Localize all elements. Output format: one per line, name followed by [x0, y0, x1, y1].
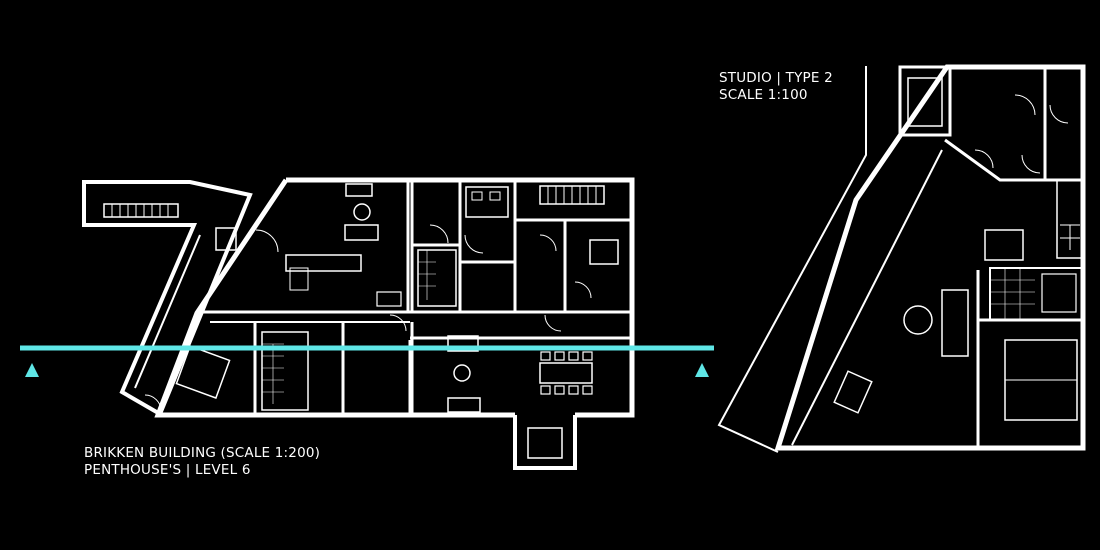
studio-floor-plan: [717, 64, 1086, 453]
studio-kitchen: [1056, 179, 1084, 259]
studio-desk: [833, 370, 873, 414]
bedroom-furniture-right: [589, 239, 619, 265]
studio-sofa: [941, 289, 969, 357]
bathroom-1-tiles: [262, 343, 284, 404]
bathroom-2: [417, 249, 457, 307]
armchair: [345, 183, 373, 197]
lounge-table: [344, 224, 379, 241]
studio-bath-tiles: [990, 268, 1035, 320]
building-plan-subtitle: PENTHOUSE'S | LEVEL 6: [84, 462, 251, 478]
bed-top: [465, 186, 509, 218]
kitchen-counter: [285, 254, 362, 272]
dining-small: [376, 291, 402, 307]
building-floor-plan: [82, 177, 635, 470]
sofa: [447, 397, 481, 413]
studio-plan-title: STUDIO | TYPE 2: [719, 70, 833, 86]
bottom-balcony: [513, 415, 577, 470]
section-marker-left-icon: [25, 363, 39, 377]
section-marker-right-icon: [695, 363, 709, 377]
studio-balcony-box: [907, 77, 943, 127]
balcony-rail-top-slats: [547, 186, 597, 204]
dining-table: [539, 362, 593, 384]
studio-door-swings: [974, 94, 1069, 174]
studio-terrace-edge: [717, 66, 867, 453]
studio-entry-block: [898, 65, 1083, 182]
interior-walls: [253, 180, 632, 415]
studio-dining-table: [984, 229, 1024, 261]
wing-bedside: [215, 227, 237, 251]
round-rug-top: [353, 203, 371, 221]
kitchen-sink: [289, 267, 309, 291]
building-plan-label: BRIKKEN BUILDING (SCALE 1:200) PENTHOUSE…: [84, 445, 320, 479]
studio-shower: [1041, 273, 1077, 313]
bottom-balcony-inner: [527, 427, 563, 459]
wing-inner-wall: [134, 234, 201, 389]
studio-plan-label: STUDIO | TYPE 2 SCALE 1:100: [719, 70, 833, 104]
bathroom-1: [261, 331, 309, 411]
coffee-table: [447, 335, 479, 352]
dining-chairs: [540, 351, 593, 395]
bed-wing: [175, 345, 231, 399]
wing-balcony-rail: [103, 203, 179, 218]
bed-top-pillows: [471, 191, 501, 201]
studio-plan-scale: SCALE 1:100: [719, 87, 808, 103]
studio-bedroom-wall: [976, 270, 1083, 448]
wing-balcony-slats: [111, 204, 169, 217]
studio-outer-wall: [774, 64, 1086, 451]
studio-kitchen-hob: [1060, 224, 1080, 250]
studio-facade-inner: [791, 149, 943, 446]
building-plan-title: BRIKKEN BUILDING (SCALE 1:200): [84, 445, 321, 461]
studio-rug: [903, 305, 933, 335]
door-swings: [144, 224, 592, 412]
building-wing-wall: [82, 180, 253, 417]
building-outer-wall: [154, 177, 635, 418]
bathroom-2-tiles: [418, 250, 436, 300]
rug: [453, 364, 471, 382]
